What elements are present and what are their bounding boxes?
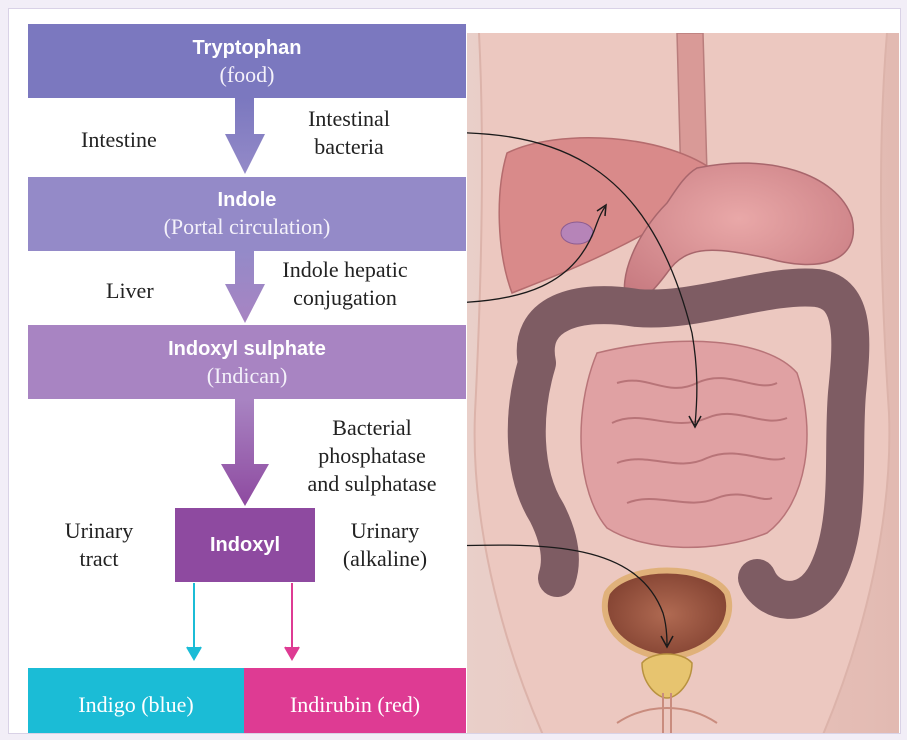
abdomen-illustration <box>467 33 899 734</box>
figure-frame: Tryptophan (food) Indole (Portal circula… <box>8 8 901 734</box>
gallbladder-shape <box>561 222 593 244</box>
label-urinary-tract: Urinary tract <box>49 517 149 573</box>
arrow-indole-indoxyl-sulphate <box>225 251 265 323</box>
label-urinary-alkaline: Urinary (alkaline) <box>325 517 445 573</box>
indirubin-result-box: Indirubin (red) <box>244 668 466 734</box>
label-intestine: Intestine <box>81 126 157 154</box>
label-indole-hepatic-conjugation: Indole hepatic conjugation <box>263 256 427 312</box>
arrow-tryptophan-indole <box>225 98 265 174</box>
label-intestinal-bacteria: Intestinal bacteria <box>289 105 409 161</box>
indigo-result-box: Indigo (blue) <box>28 668 244 734</box>
label-liver: Liver <box>106 277 154 305</box>
arrow-indigo <box>187 583 201 659</box>
small-intestine-shape <box>581 341 807 547</box>
arrow-indirubin <box>285 583 299 659</box>
arrow-sulphate-indoxyl <box>221 399 269 506</box>
label-bacterial-phosphatase: Bacterial phosphatase and sulphatase <box>291 414 453 498</box>
